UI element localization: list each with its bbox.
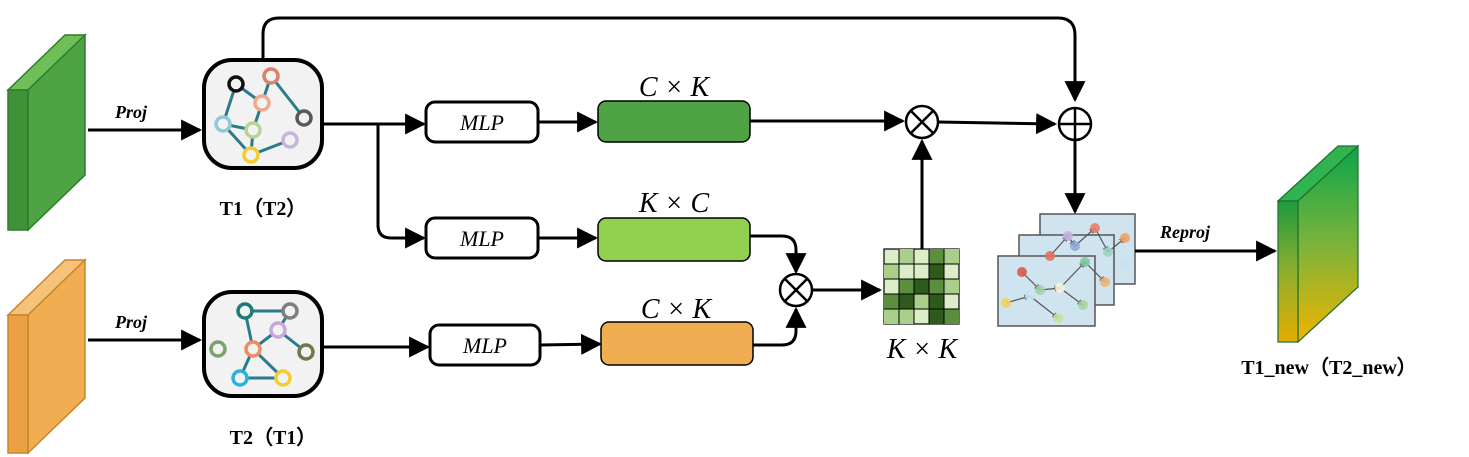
circle-times-icon xyxy=(904,104,940,140)
dim-label-1: C × K xyxy=(639,72,711,103)
output-block xyxy=(1276,144,1360,344)
circle-plus-icon xyxy=(1057,106,1093,142)
arrow-mult-to-add xyxy=(937,113,1058,135)
kxk-matrix xyxy=(883,248,960,325)
circle-times-icon xyxy=(778,272,814,308)
mlp-label-2: MLP xyxy=(459,226,504,251)
arrow-bar3-to-mult-bottom xyxy=(753,306,807,347)
proj-label-top: Proj xyxy=(114,102,148,122)
arrow-mlp3-to-bar3 xyxy=(539,333,603,355)
arrow-to-mlp-2 xyxy=(376,124,427,249)
graph-label-bottom: T2（T1） xyxy=(230,426,317,449)
graph-tile-bottom xyxy=(202,290,324,398)
graph-panel-stack xyxy=(997,213,1136,327)
mlp-label-1: MLP xyxy=(459,110,504,135)
output-label: T1_new（T2_new） xyxy=(1241,356,1417,379)
feature-bar-2 xyxy=(597,217,751,262)
feature-bar-3 xyxy=(600,321,754,366)
mlp-label-3: MLP xyxy=(462,333,507,358)
dim-label-3: C × K xyxy=(641,294,713,325)
mlp-box-1: MLP xyxy=(424,100,540,144)
proj-label-bottom: Proj xyxy=(114,312,148,332)
feature-bar-1 xyxy=(597,100,751,143)
input-block-green xyxy=(6,33,87,232)
graph-tile-top xyxy=(202,58,324,170)
mlp-box-3: MLP xyxy=(428,323,542,367)
reproj-label: Reproj xyxy=(1159,222,1211,242)
mlp-box-2: MLP xyxy=(424,216,540,260)
dim-label-2: K × C xyxy=(638,188,710,219)
input-block-orange xyxy=(6,258,87,455)
graph-label-top: T1（T2） xyxy=(220,197,307,220)
skip-connection-arrow xyxy=(261,16,1086,103)
arrow-bar2-to-mult-bottom xyxy=(750,234,807,275)
dim-label-matrix: K × K xyxy=(886,334,959,365)
